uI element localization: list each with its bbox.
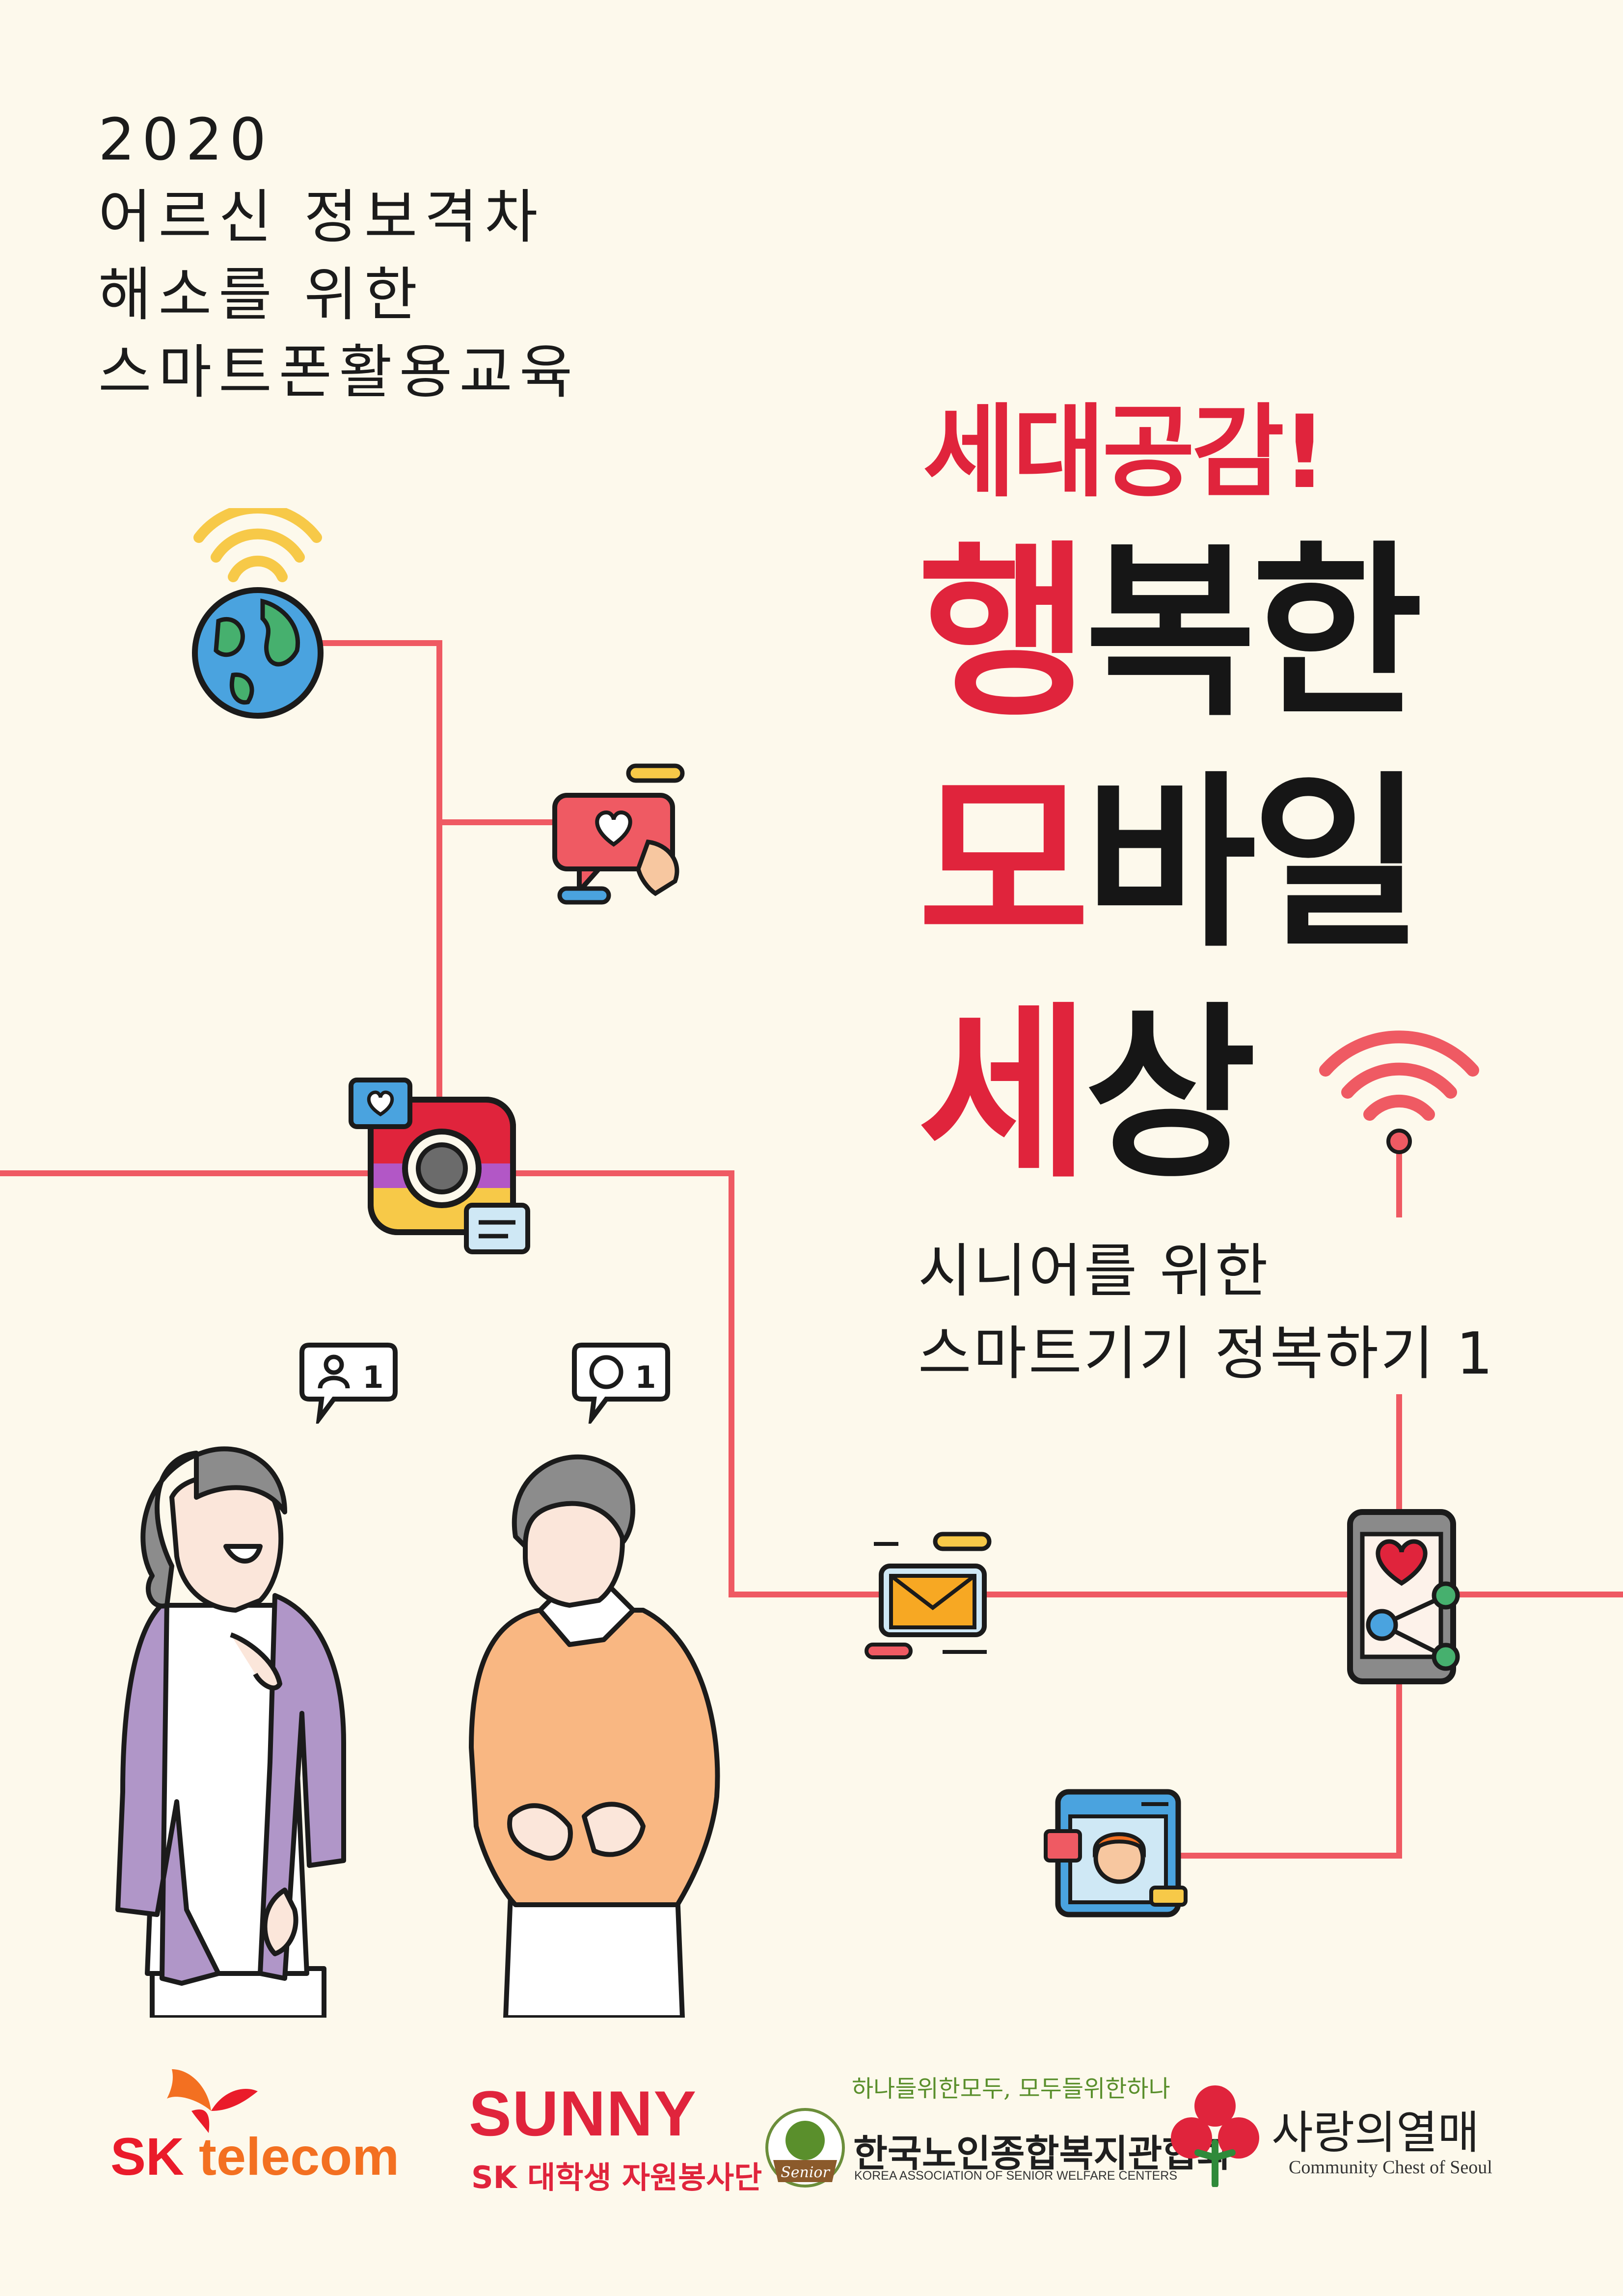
video-call-icon bbox=[1044, 1789, 1188, 1918]
community-chest-english-name: Community Chest of Seoul bbox=[1289, 2157, 1492, 2178]
intro-year: 2020 bbox=[98, 106, 273, 173]
title-line-2-red: 모 bbox=[918, 755, 1090, 972]
title-line-1-red: 행 bbox=[918, 524, 1090, 742]
sk-brand: SK bbox=[110, 2127, 185, 2186]
title-line-2: 모바일 bbox=[918, 766, 1423, 962]
intro-line-3: 스마트폰활용교육 bbox=[98, 338, 580, 406]
email-icon bbox=[865, 1532, 992, 1659]
sunny-logo: SUNNY bbox=[469, 2078, 698, 2149]
love-fruit-icon bbox=[1171, 2085, 1259, 2187]
heart-message-icon bbox=[552, 763, 685, 905]
intro-block: 2020 어르신 정보격차 해소를 위한 스마트폰활용교육 bbox=[98, 101, 579, 411]
subtitle-line-1: 시니어를 위한 bbox=[918, 1237, 1270, 1305]
sk-name: telecom bbox=[199, 2127, 400, 2186]
elderly-man-illustration bbox=[469, 1454, 720, 2018]
elderly-woman-illustration bbox=[115, 1446, 346, 2018]
sk-telecom-logo: SK telecom bbox=[110, 2126, 399, 2187]
kasw-english-name: KOREA ASSOCIATION OF SENIOR WELFARE CENT… bbox=[854, 2169, 1177, 2183]
wifi-icon bbox=[1319, 1030, 1479, 1154]
title-line-1-black: 복한 bbox=[1084, 524, 1423, 742]
subtitle-line-2: 스마트기기 정복하기 1 bbox=[918, 1320, 1495, 1387]
intro-line-1: 어르신 정보격차 bbox=[98, 183, 545, 251]
smartphone-share-icon bbox=[1347, 1509, 1460, 1684]
kasw-seal-text: Senior bbox=[781, 2164, 830, 2181]
person-notification-icon: 1 bbox=[299, 1343, 398, 1424]
kasw-name: 한국노인종합복지관협회 bbox=[853, 2132, 1231, 2175]
title-line-2-black: 바일 bbox=[1084, 755, 1423, 972]
title-line-3-black: 상 bbox=[1084, 986, 1257, 1203]
subtitle-block: 시니어를 위한 스마트기기 정복하기 1 bbox=[918, 1230, 1495, 1395]
kasw-seal-icon: Senior bbox=[765, 2108, 845, 2188]
title-line-3-red: 세 bbox=[918, 986, 1090, 1203]
intro-line-2: 해소를 위한 bbox=[98, 261, 425, 328]
title-line-3: 세상 bbox=[918, 997, 1256, 1193]
community-chest-name: 사랑의열매 bbox=[1271, 2107, 1480, 2159]
person-notification-count: 1 bbox=[362, 1359, 383, 1395]
sunny-subtitle: SK 대학생 자원봉사단 bbox=[471, 2160, 762, 2195]
sk-butterfly-icon bbox=[167, 2069, 258, 2133]
chat-notification-icon: 1 bbox=[572, 1343, 670, 1424]
chat-notification-count: 1 bbox=[635, 1359, 656, 1395]
title-line-1: 행복한 bbox=[918, 535, 1423, 731]
camera-icon bbox=[349, 1078, 530, 1254]
kasw-slogan: 하나들위한모두, 모두들위한하나 bbox=[852, 2075, 1170, 2103]
tagline: 세대공감! bbox=[923, 394, 1327, 511]
wifi-globe-icon bbox=[192, 508, 324, 719]
